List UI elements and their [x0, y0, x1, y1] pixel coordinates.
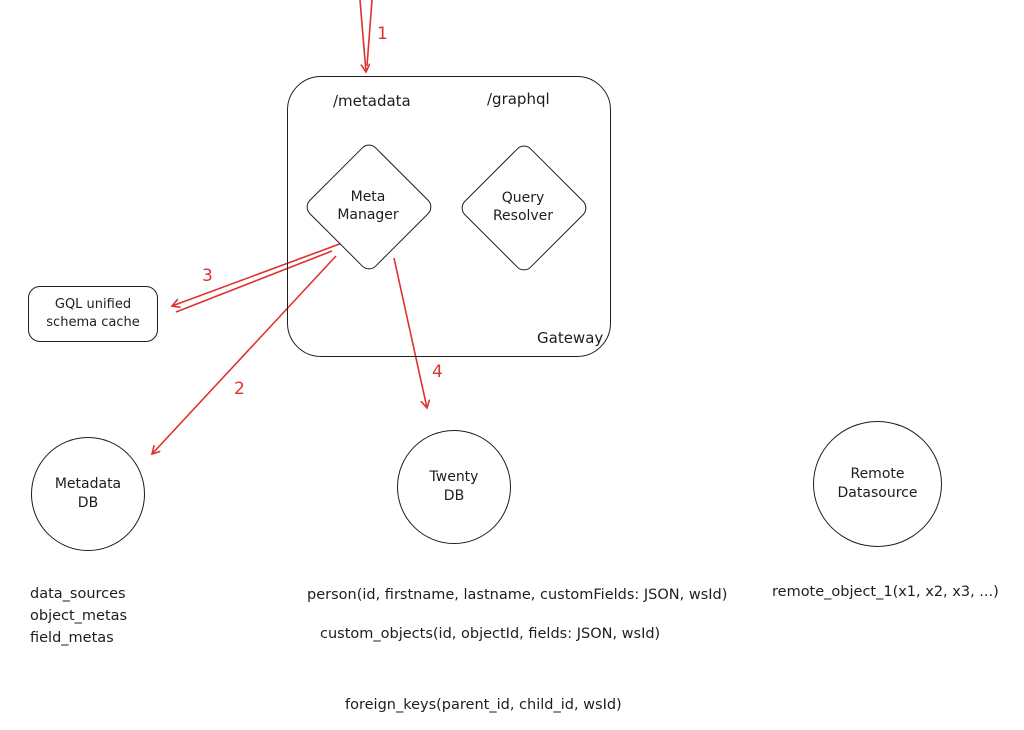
arrow-4-label: 4 — [432, 362, 443, 382]
metadata-db-tables: data_sources object_metas field_metas — [30, 586, 128, 646]
arrow-3-label: 3 — [202, 266, 213, 286]
twenty-db-circle: Twenty DB — [397, 430, 511, 544]
gateway-container — [287, 76, 611, 357]
metadata-db-circle: Metadata DB — [31, 437, 145, 551]
remote-datasource-circle: Remote Datasource — [813, 421, 942, 547]
meta-manager-label: Meta Manager — [337, 189, 399, 224]
query-resolver-label: Query Resolver — [492, 190, 554, 225]
arrow-1-second-stroke — [366, 0, 373, 67]
schema-cache-box: GQL unified schema cache — [28, 286, 158, 342]
foreign-keys-table-signature: foreign_keys(parent_id, child_id, wsId) — [345, 697, 622, 713]
arrow-2-label: 2 — [234, 379, 245, 399]
remote-object-table-signature: remote_object_1(x1, x2, x3, ...) — [772, 584, 999, 600]
endpoint-metadata-label: /metadata — [333, 92, 411, 110]
person-table-signature: person(id, firstname, lastname, customFi… — [307, 587, 728, 603]
arrow-1-label: 1 — [377, 24, 388, 44]
endpoint-graphql-label: /graphql — [487, 90, 550, 108]
gateway-title: Gateway — [537, 329, 604, 347]
arrow-1 — [359, 0, 366, 72]
custom-objects-table-signature: custom_objects(id, objectId, fields: JSO… — [320, 626, 661, 642]
